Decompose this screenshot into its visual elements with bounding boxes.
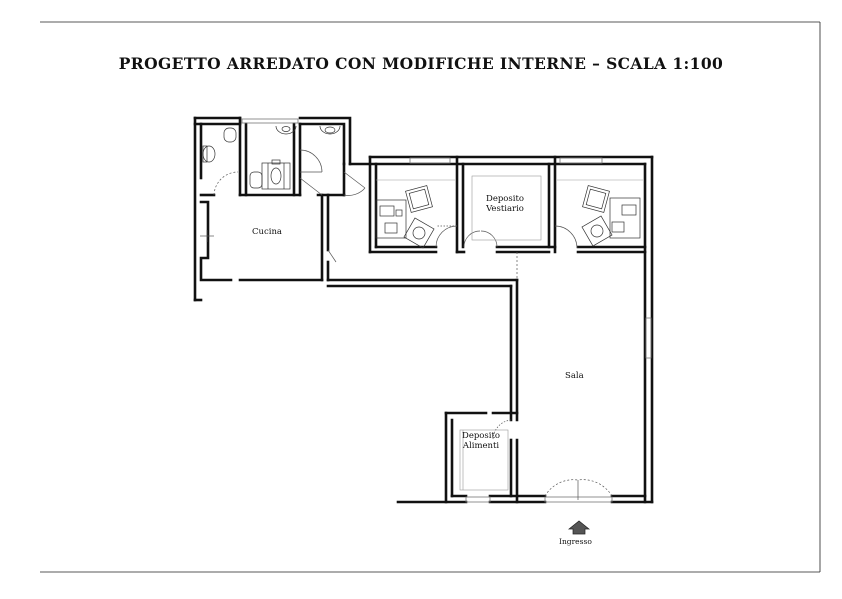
entrance-label: Ingresso <box>559 537 592 546</box>
doors <box>200 149 613 500</box>
room-label-deposito-alimenti: Deposito Alimenti <box>462 431 500 451</box>
room-label-deposito-vestiario-line2: Vestiario <box>486 204 524 214</box>
walls <box>193 116 654 504</box>
storage-shelving <box>376 175 643 491</box>
drawing-title: PROGETTO ARREDATO CON MODIFICHE INTERNE … <box>118 54 724 73</box>
windows <box>241 118 652 503</box>
room-label-deposito-alimenti-line1: Deposito <box>462 431 501 441</box>
sheet-frame <box>40 21 821 573</box>
room-label-deposito-vestiario: Deposito Vestiario <box>486 194 524 214</box>
office-furniture-left <box>375 185 435 249</box>
entrance-arrow-icon <box>568 520 590 535</box>
office-furniture-right <box>581 185 641 247</box>
bathroom-fixtures <box>202 125 341 190</box>
room-label-sala: Sala <box>565 371 584 381</box>
room-label-deposito-alimenti-line2: Alimenti <box>462 441 500 451</box>
room-label-deposito-vestiario-line1: Deposito <box>486 194 525 204</box>
room-label-cucina: Cucina <box>252 227 282 237</box>
